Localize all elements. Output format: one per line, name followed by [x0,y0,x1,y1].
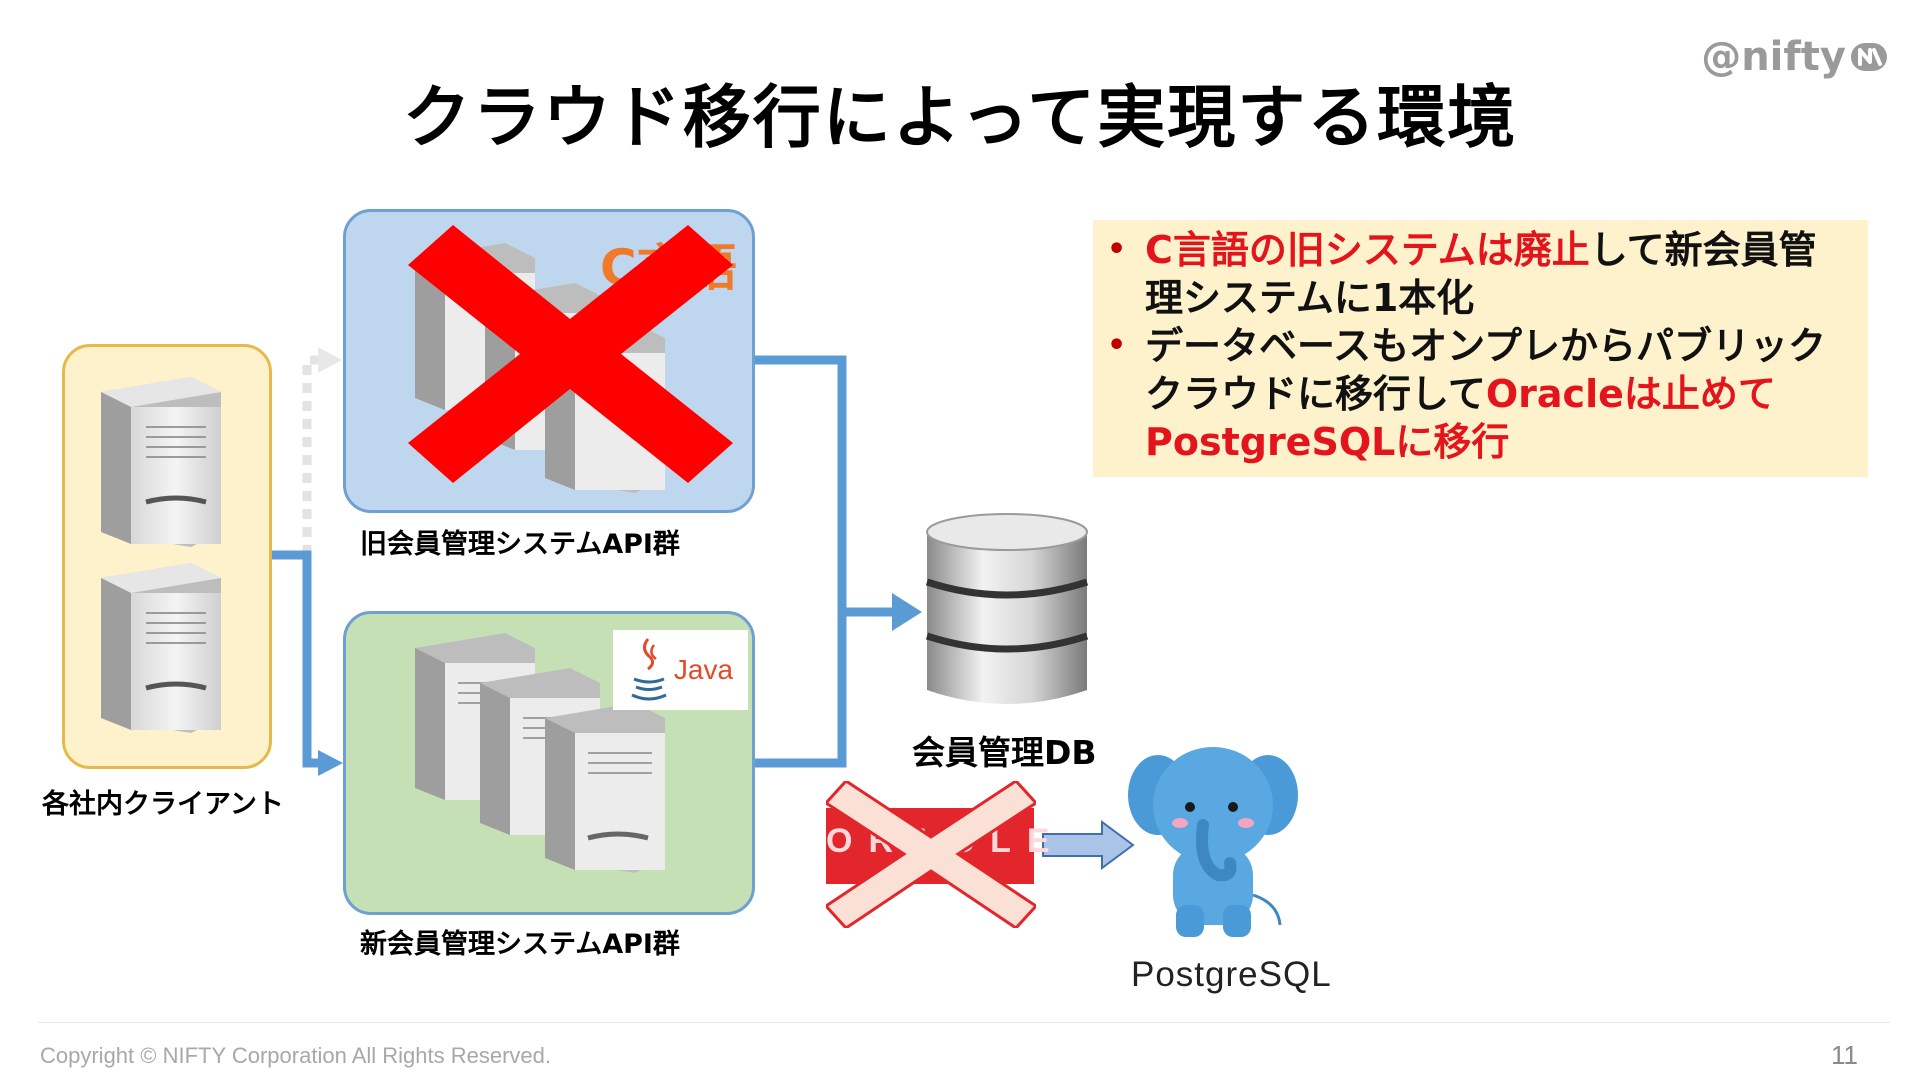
migration-arrow [1042,820,1135,870]
dotted-connector-old [302,355,320,555]
database-icon [925,513,1089,704]
copyright-text: Copyright © NIFTY Corporation All Rights… [40,1043,552,1068]
footer-divider [38,1022,1890,1023]
summary-item-1: C言語の旧システムは廃止して新会員管理システムに1本化 [1107,226,1850,322]
logo-text: @nifty [1701,34,1846,80]
summary-note: C言語の旧システムは廃止して新会員管理システムに1本化 データベースもオンプレか… [1093,220,1868,477]
new-system-label: 新会員管理システムAPI群 [360,929,680,960]
oracle-cross-icon [826,781,1036,928]
arrowhead-db [892,593,922,631]
client-label: 各社内クライアント [42,789,284,820]
database-label: 会員管理DB [912,733,1097,772]
connector-old-db [755,355,847,768]
page-number: 11 [1831,1040,1858,1070]
summary-item-1-rest: して新会員管理システムに1本化 [1145,228,1817,320]
summary-list: C言語の旧システムは廃止して新会員管理システムに1本化 データベースもオンプレか… [1107,226,1850,466]
client-server-icon-2 [101,563,221,733]
java-text: Java [673,654,734,685]
new-server-cluster-icon [415,633,665,873]
dotted-arrowhead [318,347,342,373]
java-logo: Java [613,630,748,710]
connector-client-new [272,550,320,768]
summary-item-1-highlight: C言語の旧システムは廃止 [1145,228,1590,272]
java-cup-icon [631,638,667,701]
postgresql-label: PostgreSQL [1131,955,1332,994]
summary-item-2-text: データベースもオンプレからパブリッククラウドに移行して [1145,324,1826,416]
client-server-icon-1 [101,377,221,547]
nifty-logo: @nifty [1701,34,1888,80]
deprecated-cross-icon [408,225,733,483]
postgresql-elephant-icon [1128,747,1298,937]
arrowhead-new [318,750,343,776]
nifty-mark-icon [1851,43,1887,71]
old-system-label: 旧会員管理システムAPI群 [360,529,680,560]
page-title: クラウド移行によって実現する環境 [402,79,1518,158]
summary-item-2-highlight: Oracleは止めてPostgreSQLに移行 [1145,372,1776,464]
summary-item-2: データベースもオンプレからパブリッククラウドに移行してOracleは止めてPos… [1107,322,1850,466]
